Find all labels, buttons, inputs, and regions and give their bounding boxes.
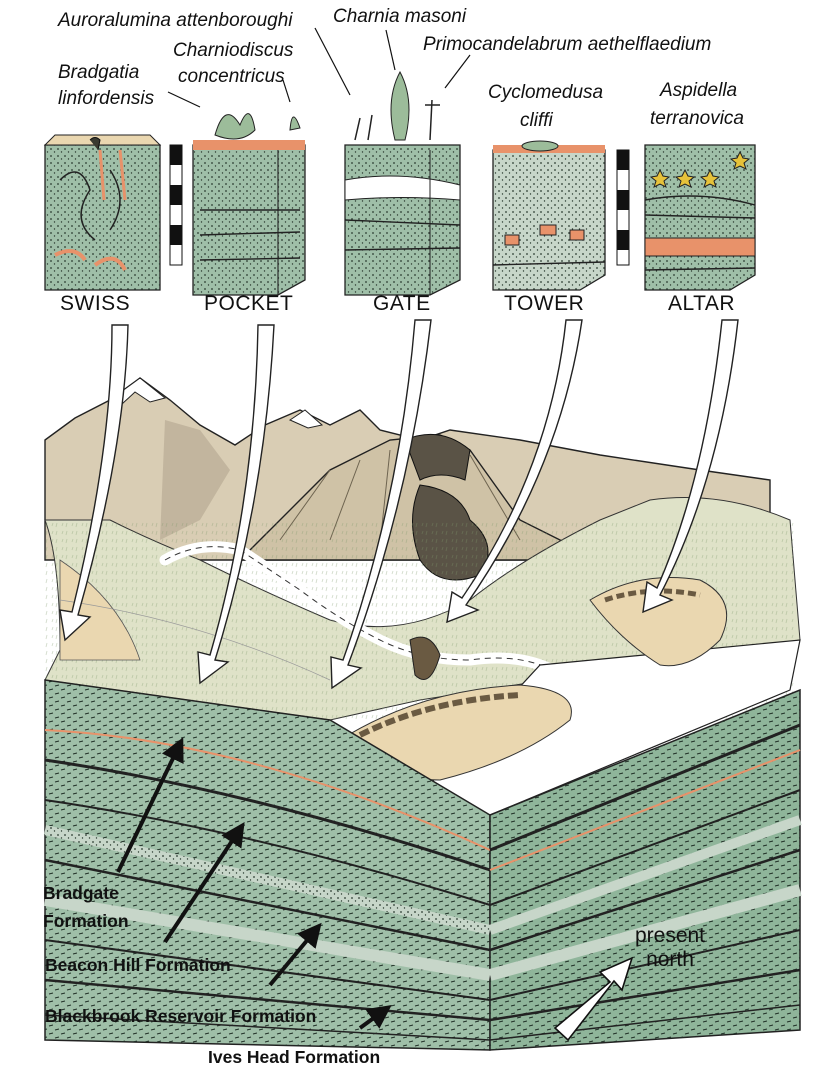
formation-label-blackbrook: Blackbrook Reservoir Formation	[45, 1006, 317, 1026]
arrow-pocket	[197, 324, 275, 685]
label-cyclomedusa-line1: Cyclomedusa	[488, 82, 604, 103]
arrow-swiss	[59, 324, 129, 642]
arrow-altar	[642, 319, 739, 614]
label-bradgatia-line2: linfordensis	[58, 88, 155, 109]
landscape-block	[43, 377, 802, 1051]
formation-label-ives-head: Ives Head Formation	[208, 1047, 381, 1067]
label-bradgatia-line1: Bradgatia	[58, 62, 140, 83]
label-aspidella-line2: terranovica	[650, 108, 744, 129]
column-altar	[644, 144, 756, 291]
site-label-altar: ALTAR	[668, 292, 736, 315]
formation-label-bradgate-line1: Bradgate	[43, 883, 119, 903]
north-label: present north	[625, 924, 715, 972]
column-tower	[492, 140, 606, 291]
label-charniodiscus-line1: Charniodiscus	[173, 40, 294, 61]
formation-label-beacon-hill: Beacon Hill Formation	[45, 955, 231, 975]
charniodiscus-fossil	[214, 113, 256, 140]
label-primocandelabrum: Primocandelabrum aethelflaediu­m	[423, 34, 712, 55]
site-label-pocket: POCKET	[204, 292, 294, 315]
site-label-swiss: SWISS	[60, 292, 131, 315]
label-cyclomedusa-line2: cliffi	[520, 110, 553, 131]
site-label-tower: TOWER	[504, 292, 585, 315]
column-pocket	[192, 113, 306, 296]
strata-front	[43, 679, 802, 1051]
leader-lines	[167, 27, 471, 108]
label-auroralumina: Auroralumina attenboroughi	[58, 10, 293, 31]
site-label-gate: GATE	[373, 292, 431, 315]
formation-label-bradgate-line2: Formation	[43, 911, 129, 931]
site-arrows	[59, 319, 739, 690]
scale-bar-left	[169, 144, 183, 266]
column-swiss	[43, 134, 162, 291]
north-label-line2: north	[646, 948, 694, 971]
column-gate	[344, 70, 461, 296]
formation-arrows	[116, 737, 392, 1030]
label-charniodiscus-line2: concentricus	[178, 66, 285, 87]
scale-bar-right	[616, 149, 630, 266]
submarine-fans	[339, 577, 728, 781]
arrow-tower	[446, 319, 583, 624]
charnia-fossil	[390, 70, 410, 141]
label-charnia: Charnia masoni	[333, 6, 467, 27]
arrow-gate	[330, 319, 432, 690]
label-aspidella-line1: Aspidella	[660, 80, 738, 101]
north-label-line1: present	[634, 924, 706, 947]
north-arrow	[553, 956, 634, 1042]
aspidella-fossils	[649, 150, 751, 188]
